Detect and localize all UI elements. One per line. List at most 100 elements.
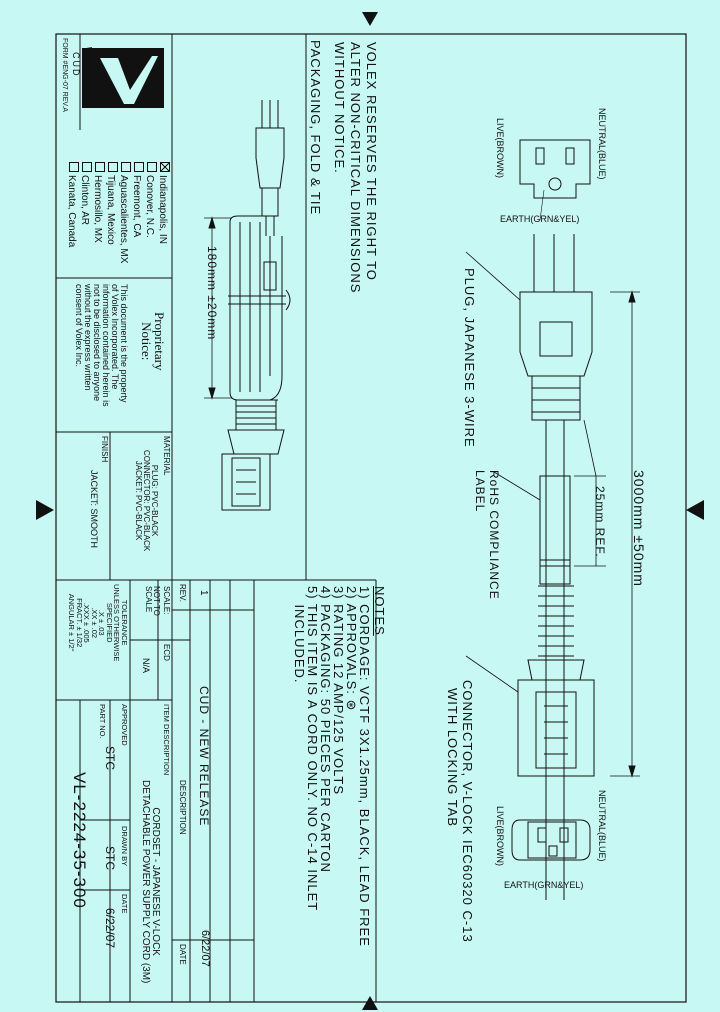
note-1: 1) CORDAGE: VCTF 3X1.25mm, BLACK, LEAD F… — [357, 586, 372, 947]
plug-neutral-label: NEUTRAL(BLUE) — [597, 108, 607, 180]
proprietary-line: consent of Volex Inc. — [74, 284, 84, 368]
tolerance-line: .X ± .03 — [97, 609, 107, 636]
volex-logo — [82, 48, 164, 108]
tolerance-line: FRACT. ± 1/32 — [75, 598, 84, 648]
material-line: CONNECTOR: PVC-BLACK — [142, 450, 151, 552]
bottom-center-mark — [362, 996, 378, 1010]
part-number: VL-2224-35-300 — [70, 772, 89, 909]
material-line: JACKET: PVC-BLACK — [134, 460, 143, 541]
note-3: 3) RATING 12 AMP/125 VOLTS — [331, 586, 346, 796]
rohs-label: RoHS COMPLIANCE LABEL — [473, 470, 501, 600]
material-line: PLUG: PVC-BLACK — [150, 464, 159, 537]
plug-label: PLUG, JAPANESE 3-WIRE — [462, 268, 477, 448]
form-number: FORM #ENG-07 REV.A — [61, 38, 68, 113]
proprietary-title-line-1: Proprietary — [152, 312, 167, 371]
checkbox-icon[interactable] — [95, 162, 105, 172]
date-label: DATE — [120, 894, 129, 914]
logo-text: Volex — [80, 46, 95, 81]
checkbox-icon[interactable] — [147, 162, 157, 172]
ecd-label: ECD — [162, 644, 171, 661]
ecd-value: N/A — [141, 658, 151, 674]
location-item[interactable]: Clinton, AR — [79, 162, 92, 263]
item-description: CORDSET - JAPANESE V-LOCK DETACHABLE POW… — [140, 780, 161, 984]
rohs-label-line-1: RoHS COMPLIANCE — [487, 470, 501, 600]
connector-label-line-2: WITH LOCKING TAB — [445, 688, 460, 828]
checkbox-icon[interactable] — [121, 162, 131, 172]
tolerance-line: TOLERANCE — [120, 599, 129, 646]
rev-header: REV. — [178, 584, 187, 602]
proprietary-line: This document is the property — [119, 284, 129, 403]
finish-value: JACKET: SMOOTH — [89, 470, 99, 549]
drawn-value: STC — [103, 846, 117, 870]
rev-value: 1 — [198, 590, 209, 596]
item-desc-line-2: DETACHABLE POWER SUPPLY CORD (3M) — [140, 780, 151, 984]
rev-date: 6/22/07 — [199, 930, 211, 967]
conn-neutral-label: NEUTRAL(BLUE) — [597, 790, 607, 862]
item-desc-line-1: CORDSET - JAPANESE V-LOCK — [150, 807, 161, 956]
scale-label: SCALE: — [162, 586, 171, 615]
connector-label: CONNECTOR, V-LOCK IEC60320 C-13 WITH LOC… — [445, 680, 475, 943]
checkbox-icon[interactable] — [160, 162, 170, 172]
approved-label: APPROVED — [120, 704, 129, 746]
connector-label-line-1: CONNECTOR, V-LOCK IEC60320 C-13 — [460, 680, 475, 943]
main-cord-drawing — [465, 139, 640, 900]
scale-value: NOT TO SCALE — [144, 586, 161, 616]
proprietary-line: of Volex Incorporated. The — [110, 284, 120, 390]
notice-line-3: WITHOUT NOTICE. — [332, 42, 347, 174]
location-item[interactable]: Freemont, CA — [131, 162, 144, 263]
notice-line-2: ALTER NON-CRITICAL DIMENSIONS — [348, 42, 363, 294]
proprietary-line: without the express written — [83, 284, 93, 391]
left-center-mark — [36, 500, 54, 520]
conn-live-label: LIVE(BROWN) — [495, 806, 505, 867]
location-item[interactable]: Kanata, Canada — [66, 162, 79, 263]
note-4: 4) PACKAGING: 50 PIECES PER CARTON — [318, 586, 333, 873]
packaging-label: PACKAGING, FOLD & TIE — [308, 40, 323, 216]
rohs-label-line-2: LABEL — [473, 470, 487, 513]
plug-earth-label: EARTH(GRN&YEL) — [500, 214, 580, 224]
dim-fold: 180mm ±20mm — [205, 246, 219, 341]
date-value: 6/22/07 — [103, 908, 117, 949]
conn-earth-label: EARTH(GRN&YEL) — [504, 880, 584, 890]
approved-value: STC — [103, 746, 117, 770]
logo-sub: CUD — [71, 52, 81, 78]
desc-header: DESCRIPTION — [178, 780, 187, 835]
notes-heading: NOTES — [372, 586, 387, 636]
checkbox-icon[interactable] — [108, 162, 118, 172]
top-center-mark — [362, 12, 378, 26]
date-header: DATE — [178, 944, 187, 965]
checkbox-icon[interactable] — [69, 162, 79, 172]
drawn-label: DRAWN BY — [120, 826, 129, 867]
location-item[interactable]: Tijuana, Mexico — [105, 162, 118, 263]
notice-line-1: VOLEX RESERVES THE RIGHT TO — [364, 42, 379, 281]
notice-text: VOLEX RESERVES THE RIGHT TO ALTER NON-CR… — [332, 42, 379, 294]
dim-ref: 25mm REF. — [593, 486, 607, 558]
dim-overall: 3000mm ±50mm — [631, 470, 647, 587]
checkbox-icon[interactable] — [82, 162, 92, 172]
location-item[interactable]: Conover, N.C. — [144, 162, 157, 263]
proprietary-body: This document is the property of Volex I… — [74, 284, 129, 407]
checkbox-icon[interactable] — [134, 162, 144, 172]
material-heading: MATERIAL — [162, 436, 171, 476]
finish-heading: FINISH — [100, 436, 109, 463]
tolerance-line: .XXX ± .005 — [82, 602, 92, 643]
item-desc-label: ITEM DESCRIPTION — [162, 704, 171, 776]
tolerance-line: UNLESS OTHERWISE — [112, 584, 122, 662]
notes-block: NOTES 1) CORDAGE: VCTF 3X1.25mm, BLACK, … — [292, 586, 387, 947]
tolerance-line: .XX ± .02 — [90, 607, 99, 639]
location-item[interactable]: Indianapolis, IN — [157, 162, 170, 263]
plug-live-label: LIVE(BROWN) — [495, 118, 505, 179]
rev-description: CUD - NEW RELEASE — [197, 686, 211, 827]
proprietary-line: information contained herein is — [101, 284, 111, 407]
location-item[interactable]: Hermosillo, MX — [92, 162, 105, 263]
right-center-mark — [686, 500, 704, 520]
locations-list: Indianapolis, IN Conover, N.C. Freemont,… — [66, 162, 170, 263]
tolerance-line: ANGULAR ± 1/2° — [67, 593, 77, 652]
material-lines: PLUG: PVC-BLACK CONNECTOR: PVC-BLACK JAC… — [134, 450, 159, 552]
note-5: 5) THIS ITEM IS A CORD ONLY. NO C-14 INL… — [305, 586, 320, 912]
tolerance-block: TOLERANCE UNLESS OTHERWISE SPECIFIED .X … — [67, 584, 130, 662]
part-no-label: PART NO. — [98, 704, 107, 739]
proprietary-title: Proprietary Notice: — [139, 312, 167, 371]
packaging-fold-drawing — [204, 100, 291, 511]
location-item[interactable]: Aguascalientes, MX — [118, 162, 131, 263]
